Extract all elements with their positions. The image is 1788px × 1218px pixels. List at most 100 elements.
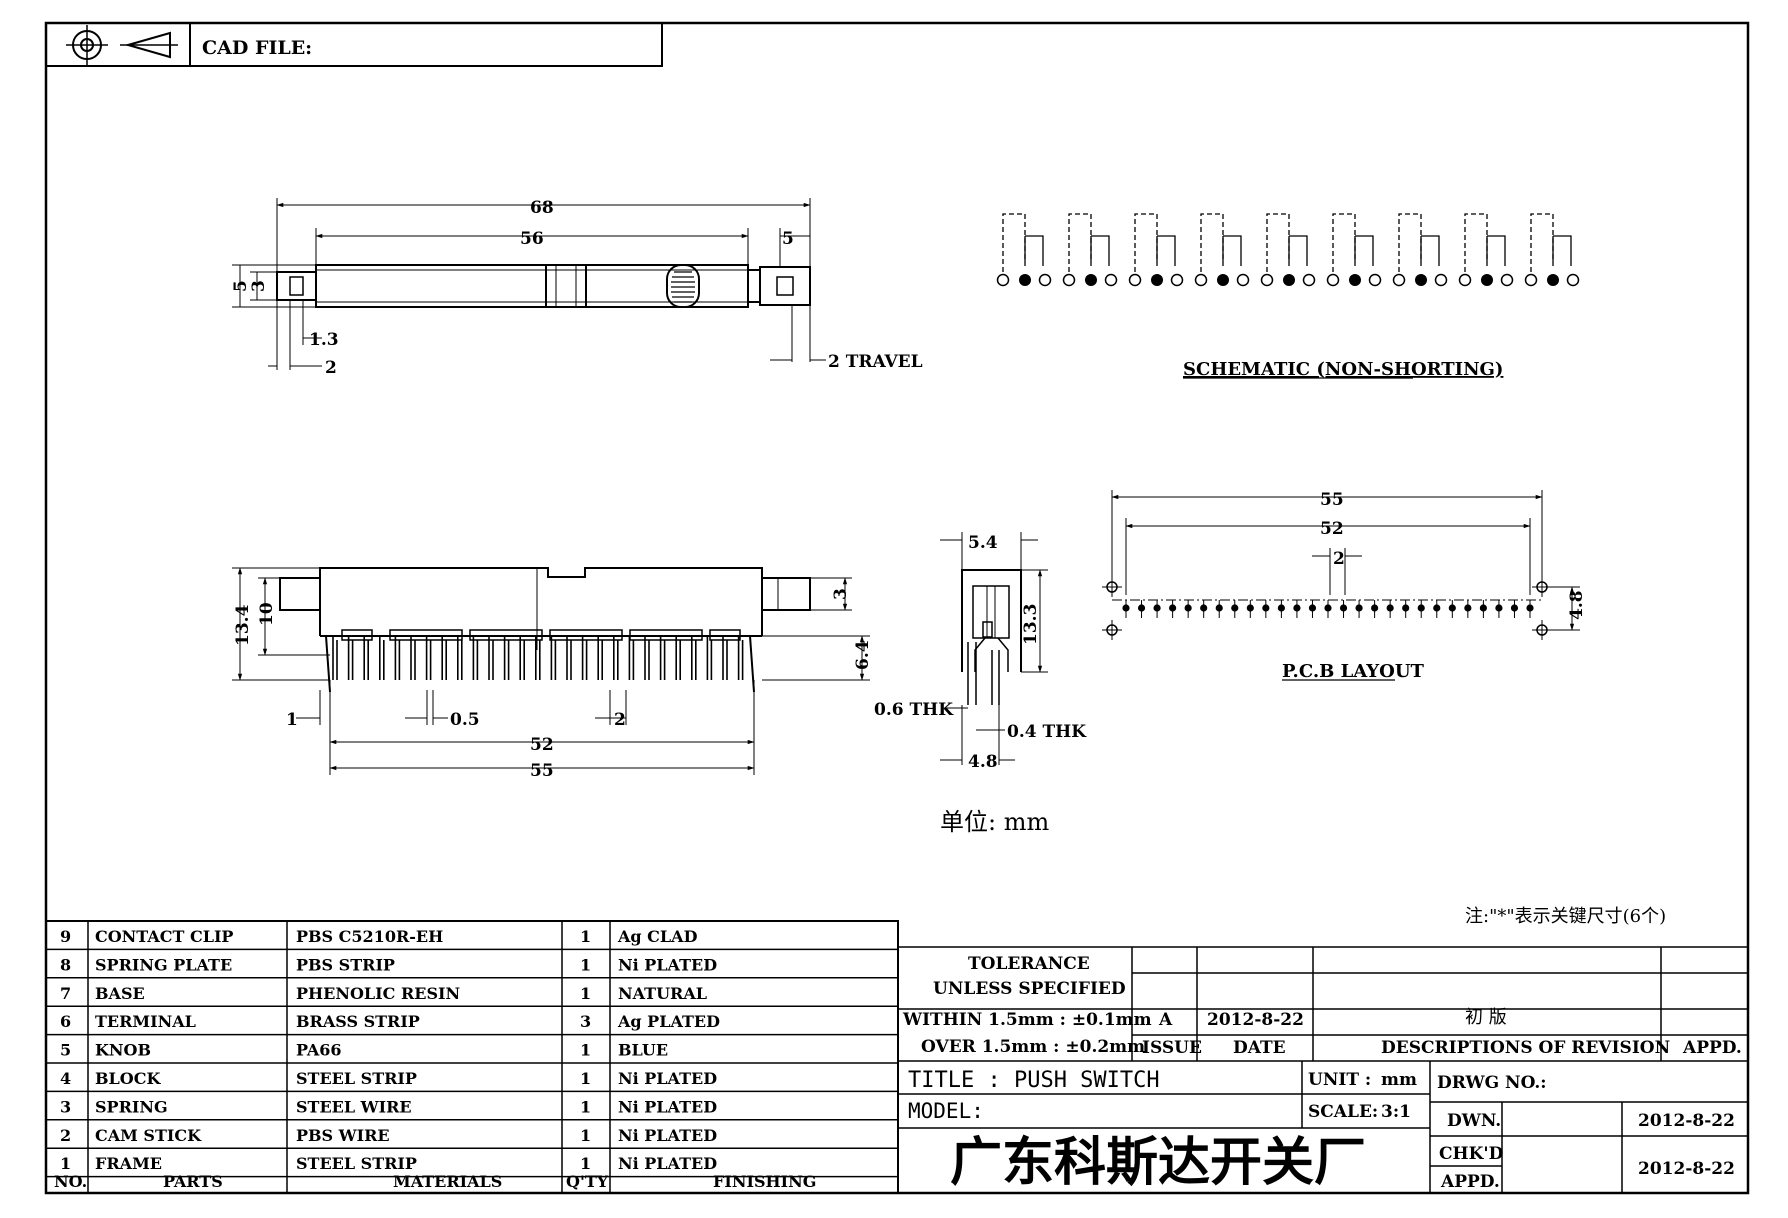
terminal-pin <box>534 636 541 680</box>
appd-label: APPD. <box>1682 1038 1742 1058</box>
schematic-contact-group <box>1524 213 1580 287</box>
pcb-pad <box>1277 600 1285 618</box>
bom-material: BRASS STRIP <box>296 1012 420 1031</box>
pcb-pad <box>1215 600 1223 618</box>
bom-no: 4 <box>60 1069 71 1088</box>
bom-finish: NATURAL <box>618 984 707 1003</box>
pcb-pad <box>1355 600 1363 618</box>
end-view: 5.4 13.3 0.6 THK 0.4 THK 4.8 <box>874 532 1087 772</box>
terminal-pin <box>332 636 338 680</box>
terminal-open-icon <box>1062 273 1076 287</box>
bom-header-parts: PARTS <box>163 1172 223 1191</box>
pcb-pad <box>1184 600 1192 618</box>
frame-tab <box>325 635 755 693</box>
terminal-pin <box>550 636 557 680</box>
terminal-pin <box>644 636 650 680</box>
pcb-pad <box>1246 600 1254 618</box>
schematic-label: SCHEMATIC (NON-SHORTING) <box>1183 359 1503 380</box>
bom-material: STEEL WIRE <box>296 1097 412 1116</box>
dim-offset-a: 1.3 <box>309 330 339 350</box>
bom-no: 5 <box>60 1041 71 1060</box>
pcb-pad <box>1293 600 1301 618</box>
revision-label: DESCRIPTIONS OF REVISION <box>1381 1038 1670 1058</box>
issue-label: ISSUE <box>1142 1038 1202 1058</box>
bom-part: KNOB <box>95 1041 151 1060</box>
end-dim-bottom: 4.8 <box>968 752 998 772</box>
model-label: MODEL: <box>908 1099 984 1123</box>
approved-label: APPD. <box>1440 1172 1500 1192</box>
bom-material: PBS STRIP <box>296 955 395 974</box>
dim-outer-span: 55 <box>530 761 554 781</box>
dim-tip-length: 5 <box>782 229 794 249</box>
pcb-dim-row: 4.8 <box>1567 590 1587 620</box>
drawn-date: 2012-8-22 <box>1638 1111 1735 1131</box>
terminal-open-icon <box>1170 273 1184 287</box>
spring-coil-icon <box>671 271 695 303</box>
schematic-contact-group <box>1128 213 1184 287</box>
terminal-common-icon <box>1151 274 1163 286</box>
dim-offset-b: 2 <box>325 358 337 378</box>
terminal-pin <box>519 636 526 680</box>
dim-overall-length: 68 <box>530 198 554 218</box>
unit-value: mm <box>1381 1070 1417 1090</box>
bom-no: 2 <box>60 1126 71 1145</box>
bom-material: PA66 <box>296 1041 342 1060</box>
terminal-pin <box>456 636 463 680</box>
terminal-open-icon <box>1326 273 1340 287</box>
bom-part: CONTACT CLIP <box>95 927 233 946</box>
dim-inner-span: 52 <box>530 735 554 755</box>
terminal-pin <box>737 636 744 680</box>
end-dim-top: 5.4 <box>968 533 998 553</box>
pcb-pad <box>1200 600 1208 618</box>
terminal-pin <box>690 636 697 680</box>
pcb-pad <box>1417 600 1425 618</box>
pcb-pad <box>1262 600 1270 618</box>
dim-pin-pitch: 2 <box>614 710 626 730</box>
bom-finish: Ni PLATED <box>618 1069 717 1088</box>
pcb-pad <box>1339 600 1348 618</box>
terminal-open-icon <box>1524 273 1538 287</box>
bom-qty: 1 <box>580 927 591 946</box>
scale-label: SCALE: <box>1308 1102 1378 1122</box>
terminal-pin <box>378 636 385 680</box>
end-thk-a: 0.6 THK <box>874 700 954 720</box>
tolerance-line-1: TOLERANCE <box>968 954 1090 974</box>
front-view: 13.4 10 3 6.4 1 0.5 2 52 55 <box>232 567 873 781</box>
bom-part: BLOCK <box>95 1069 161 1088</box>
terminal-open-icon <box>1566 273 1580 287</box>
revision-issue: A <box>1158 1010 1173 1030</box>
side-view: 68 56 5 5 3 1.3 2 2 TRAVEL <box>231 198 923 378</box>
bom-finish: BLUE <box>618 1041 668 1060</box>
schematic: SCHEMATIC (NON-SHORTING) <box>996 213 1580 380</box>
pcb-pad <box>1386 600 1394 618</box>
schematic-contact-group <box>1194 213 1250 287</box>
terminal-open-icon <box>1104 273 1118 287</box>
dim-edge: 1 <box>286 710 298 730</box>
pcb-pad <box>1122 600 1130 618</box>
terminal-open-icon <box>1392 273 1406 287</box>
terminal-pin <box>441 636 448 680</box>
bom-finish: Ag PLATED <box>617 1012 720 1031</box>
bom-qty: 1 <box>580 955 591 974</box>
dim-body-height: 10 <box>257 602 277 626</box>
terminal-open-icon <box>1434 273 1448 287</box>
bom-qty: 1 <box>580 984 591 1003</box>
terminal-open-icon <box>1128 273 1142 287</box>
terminal-pins <box>325 635 755 693</box>
scale-value: 3:1 <box>1381 1102 1411 1122</box>
terminal-common-icon <box>1349 274 1361 286</box>
terminal-pin <box>706 636 713 680</box>
terminal-pin <box>597 636 604 680</box>
terminal-open-icon <box>1458 273 1472 287</box>
pcb-label: P.C.B LAYOUT <box>1282 661 1425 682</box>
revision-description: 初 版 <box>1465 1007 1507 1028</box>
company-name: 广东科斯达开关厂 <box>950 1133 1366 1193</box>
pcb-pad <box>1153 600 1161 618</box>
title-block: TOLERANCE UNLESS SPECIFIED WITHIN 1.5mm … <box>898 946 1748 1193</box>
